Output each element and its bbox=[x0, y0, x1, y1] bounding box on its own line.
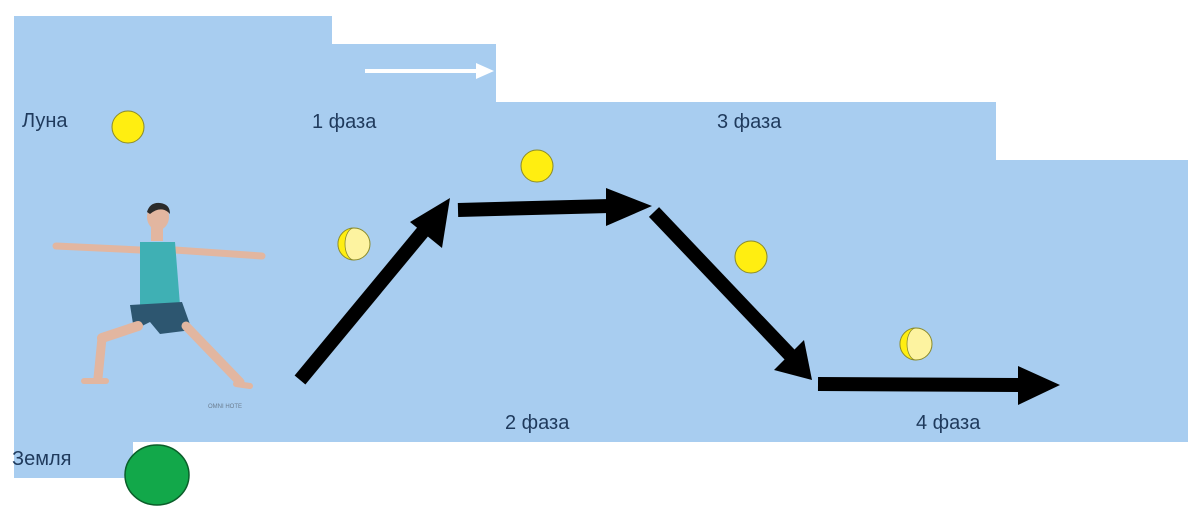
arrow-phase3 bbox=[648, 207, 812, 380]
moon-full-phase2-icon bbox=[520, 149, 554, 183]
image-watermark: OMNI HOTE bbox=[208, 404, 242, 410]
arrow-phase1 bbox=[294, 198, 450, 385]
moon-label: Луна bbox=[22, 110, 68, 132]
moon-waxing-icon bbox=[337, 227, 371, 261]
warrior-pose-figure bbox=[52, 202, 266, 389]
top-white-arrow bbox=[365, 63, 494, 79]
arrow-phase4 bbox=[817, 366, 1060, 405]
background-shape bbox=[14, 16, 1188, 478]
moon-full-icon bbox=[111, 110, 145, 144]
phase1-label: 1 фаза bbox=[312, 111, 377, 133]
phase4-label: 4 фаза bbox=[916, 412, 981, 434]
moon-full-phase3-icon bbox=[734, 240, 768, 274]
moon-waning-icon bbox=[899, 327, 933, 361]
phase3-label: 3 фаза bbox=[717, 111, 782, 133]
phase2-label: 2 фаза bbox=[505, 412, 570, 434]
earth-label: Земля bbox=[12, 448, 72, 470]
earth-icon bbox=[124, 444, 190, 506]
arrow-phase2 bbox=[457, 188, 652, 226]
